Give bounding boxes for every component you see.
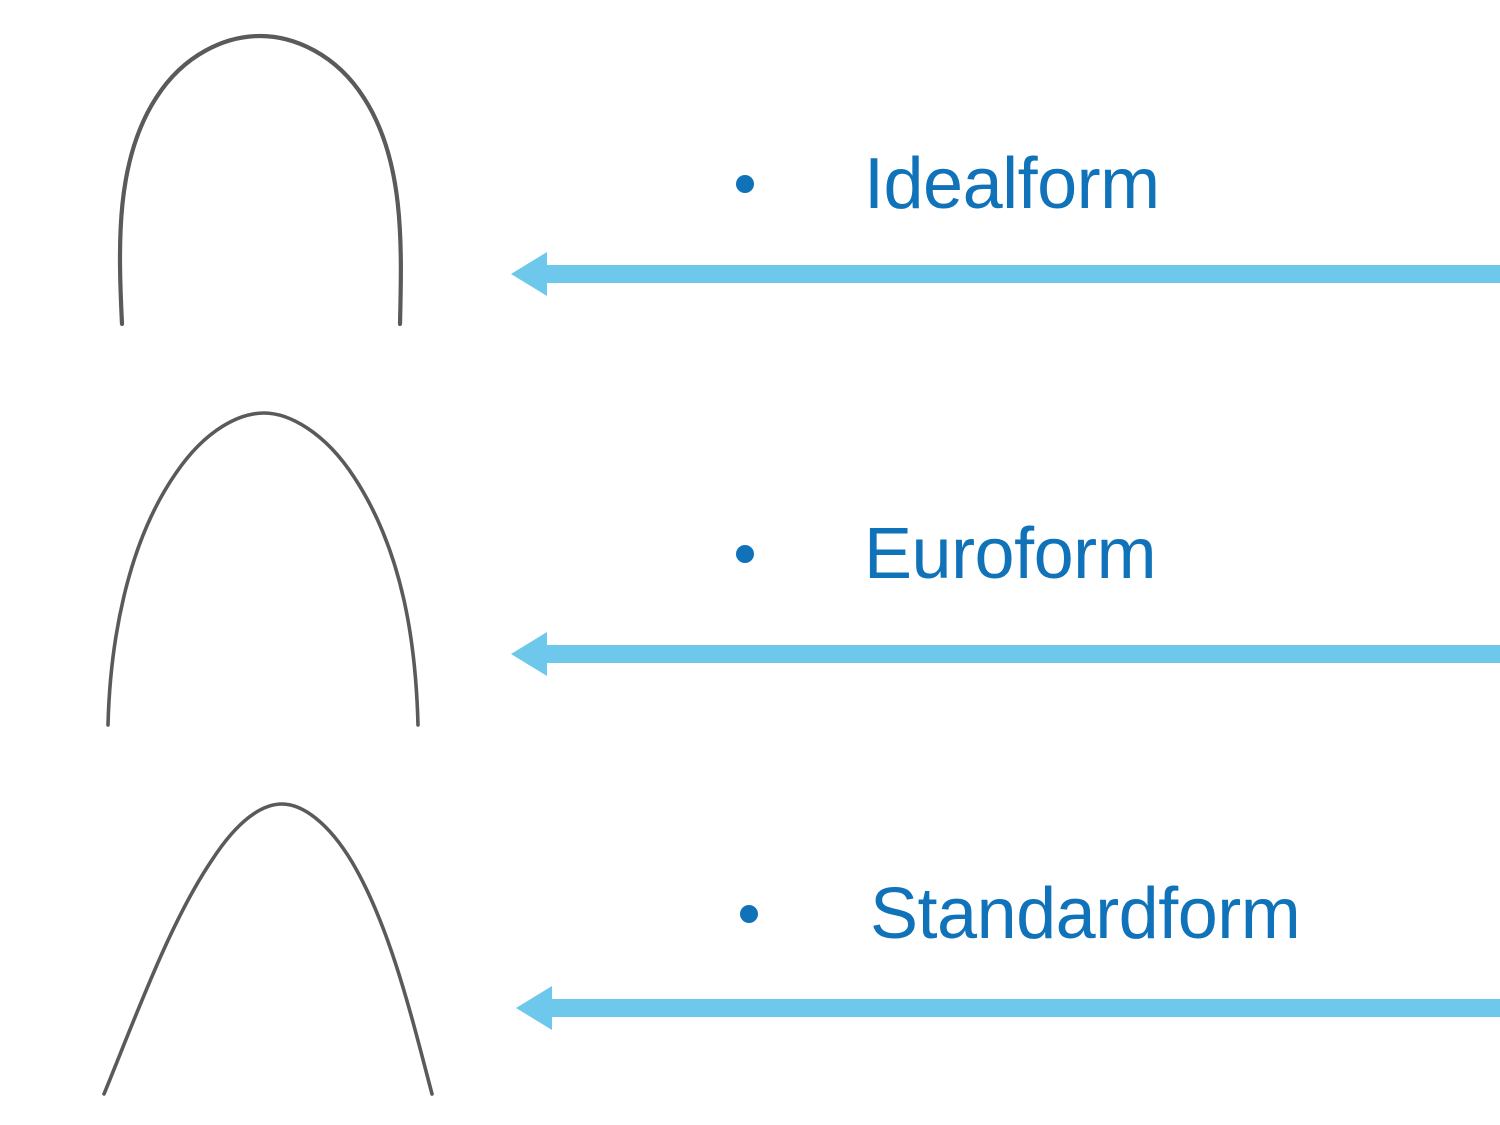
arrow-left-standardform <box>510 980 1500 1036</box>
bullet-dot-icon <box>740 905 758 923</box>
archwire-standardform-drawing <box>102 802 434 1096</box>
list-item-label: Standardform <box>870 874 1301 954</box>
archwire-euroform <box>60 395 480 745</box>
arrow-left-standardform-shape <box>516 986 1500 1030</box>
arrow-left-idealform <box>505 246 1500 302</box>
list-item-standardform: Standardform <box>740 874 1301 954</box>
archwire-standardform <box>60 780 480 1120</box>
list-item-euroform: Euroform <box>736 514 1157 594</box>
arrow-left-euroform <box>505 626 1500 682</box>
bullet-dot-icon <box>736 175 754 193</box>
archwire-euroform-drawing <box>106 411 420 727</box>
bullet-dot-icon <box>736 545 754 563</box>
list-item-label: Idealform <box>864 144 1160 224</box>
arrow-left-idealform-shape <box>511 252 1500 296</box>
archwire-idealform-drawing <box>117 33 403 327</box>
list-item-label: Euroform <box>864 514 1157 594</box>
arrow-left-euroform-shape <box>511 632 1500 676</box>
archwire-idealform <box>60 10 480 350</box>
list-item-idealform: Idealform <box>736 148 1160 220</box>
